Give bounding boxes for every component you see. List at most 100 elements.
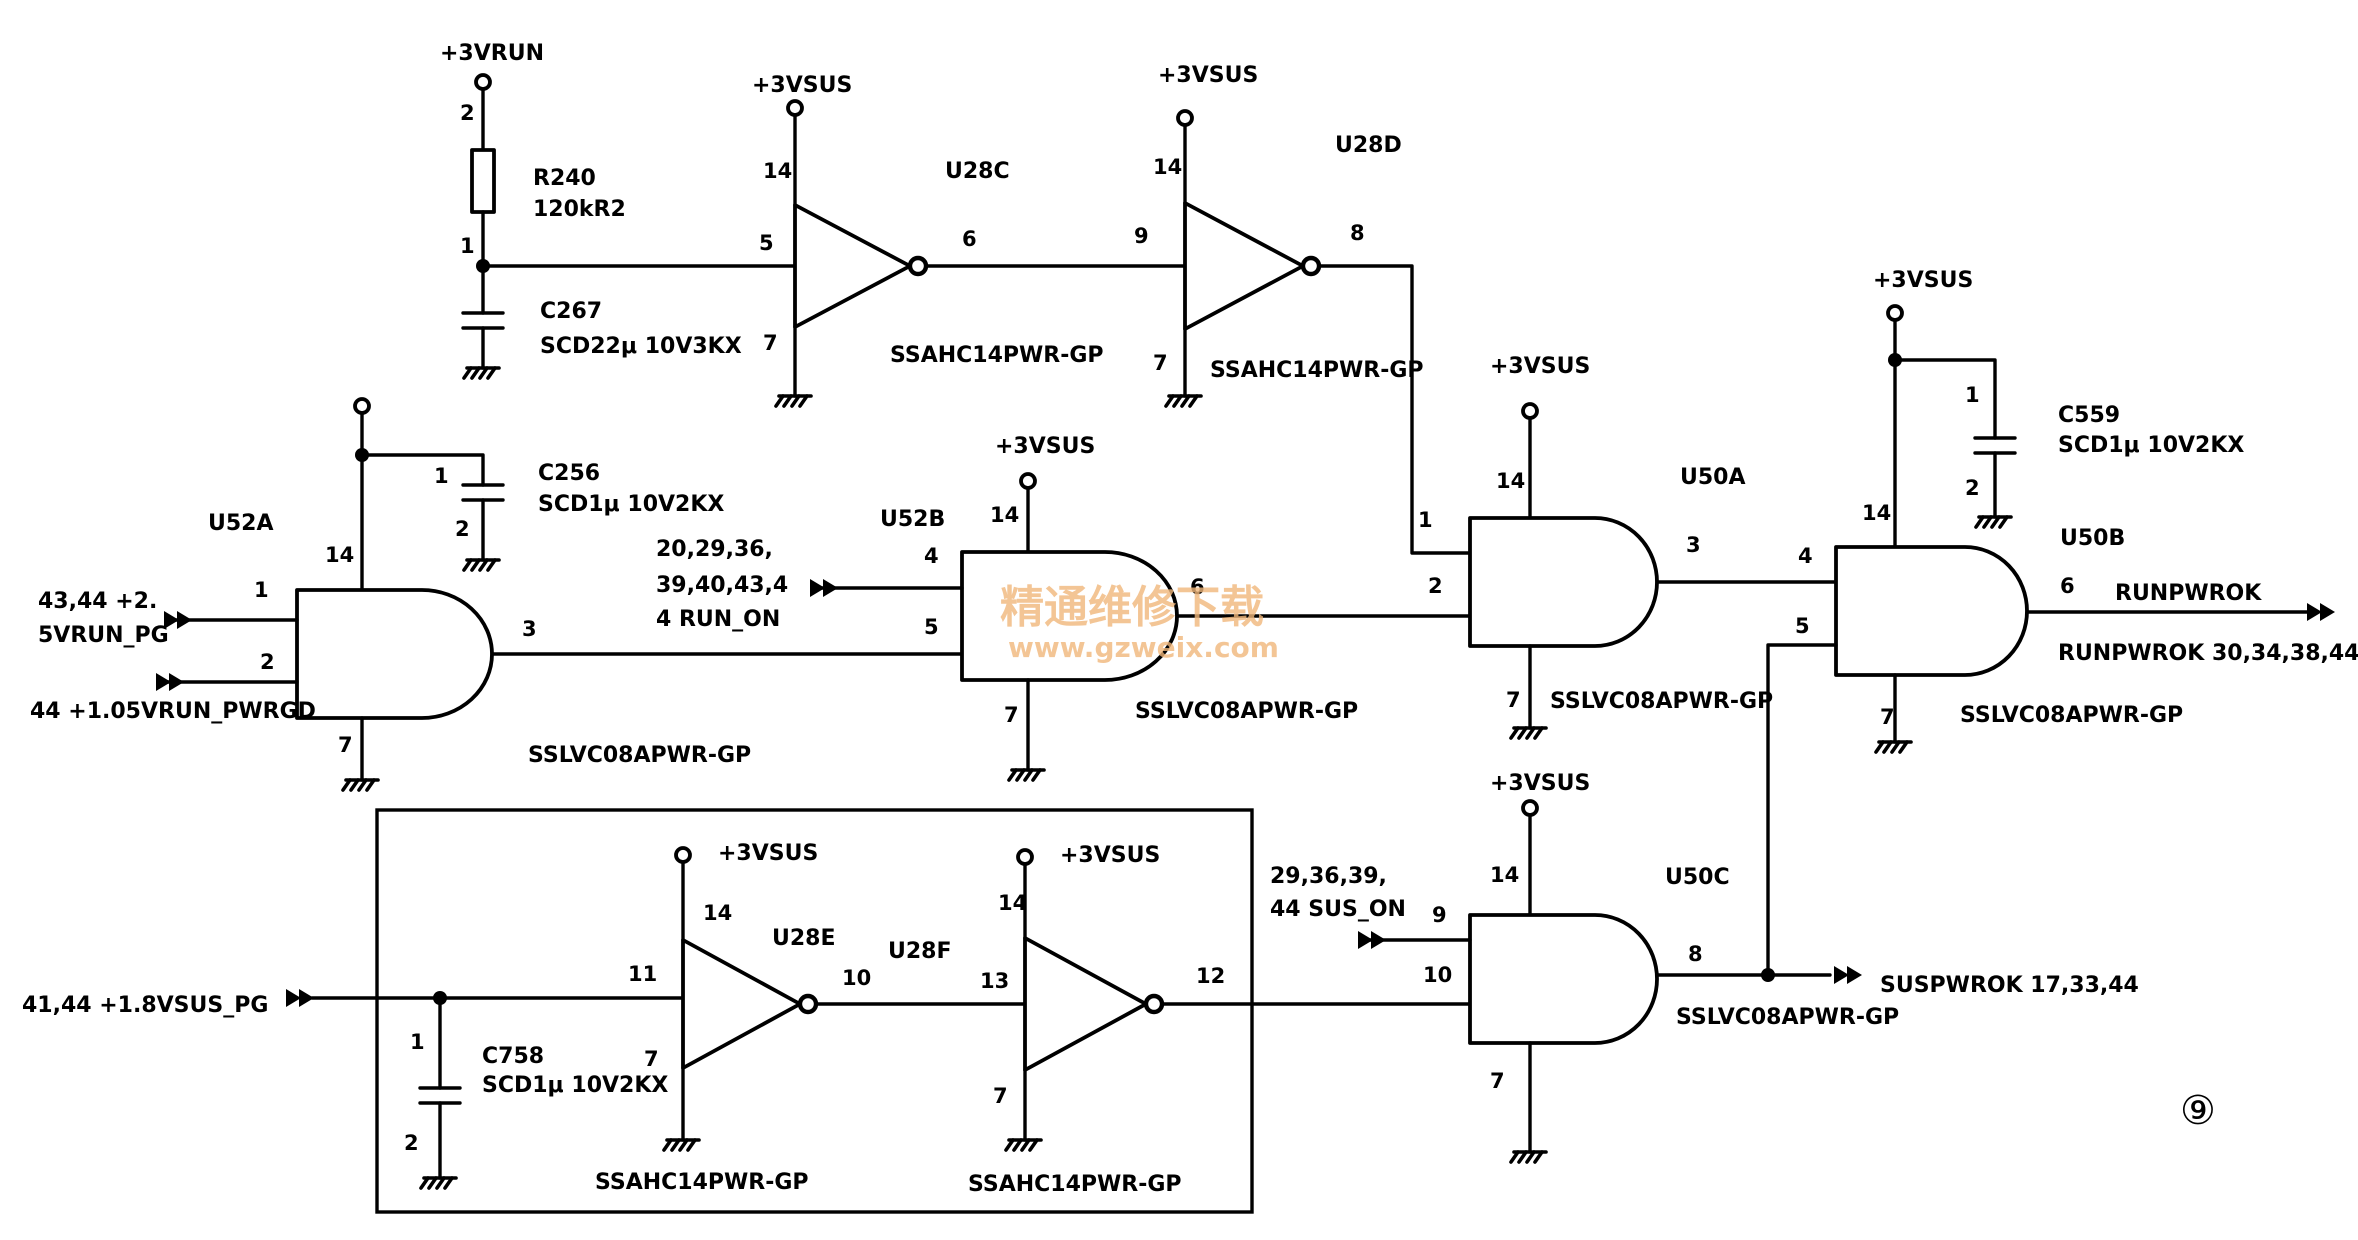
u28c-bubble [907,255,929,277]
u52b-vcc-label: +3VSUS [995,434,1095,459]
u52a-and-gate: 14 1 2 C256 SCD1μ 10V2KX U52A 1 2 3 7 SS… [166,397,964,792]
u52b-pin-out: 6 [1190,575,1205,599]
c758-ref: C758 [482,1044,544,1069]
c267-value: SCD22μ 10V3KX [540,334,742,359]
u50b-part: SSLVC08APWR-GP [1960,703,2183,728]
c758-pin-bottom: 2 [404,1131,419,1155]
c559-ground [1974,515,2013,529]
u28c-part: SSAHC14PWR-GP [890,343,1104,368]
u28e-triangle [681,938,802,1070]
u28c-ground [774,394,813,408]
u28d-inverter: +3VSUS 14 9 8 7 U28D SSAHC14PWR-GP [1134,63,1472,555]
c267-ref: C267 [540,299,602,324]
u52a-pin-gnd: 7 [338,733,353,757]
u50a-ref: U50A [1680,465,1746,490]
u28f-vcc-terminal [1016,848,1034,866]
r240-ref: R240 [533,166,596,191]
input-25vrun-pg: 43,44 +2. 5VRUN_PG [38,589,192,648]
u28f-triangle [1023,936,1148,1072]
output-suspwrok: SUSPWROK 17,33,44 [1834,966,2139,998]
u52b-ground [1007,768,1046,782]
u28e-vcc-terminal [674,846,692,864]
input-arrow-icon [810,579,838,597]
suspwrok-label: SUSPWROK 17,33,44 [1880,973,2139,998]
u52a-part: SSLVC08APWR-GP [528,743,751,768]
u28e-part: SSAHC14PWR-GP [595,1170,809,1195]
u50b-vcc-terminal [1886,304,1904,322]
v3run-terminal [474,73,492,91]
in-105vrun-label: 44 +1.05VRUN_PWRGD [30,699,316,724]
output-arrow-icon [1834,966,1862,984]
u28e-pin-in: 11 [628,962,657,986]
u28c-inverter: +3VSUS 14 5 6 7 U28C SSAHC14PWR-GP [752,73,1187,408]
u50b-ground [1874,740,1913,754]
u28e-u28f-boxed-section [375,808,1254,1214]
watermark-url: www.gzweix.com [1008,631,1279,664]
u50c-pin-vcc: 14 [1490,863,1519,887]
u52a-pin-b: 2 [260,650,275,674]
u52a-pin-a: 1 [254,578,269,602]
u28f-ground [1004,1138,1043,1152]
input-arrow-icon [286,989,314,1007]
u50c-pin-a: 9 [1432,903,1447,927]
u50a-and-gate: +3VSUS 14 U50A 1 2 3 7 SSLVC08APWR-GP [1418,354,1838,740]
in-25vrun-label-1: 43,44 +2. [38,589,157,614]
input-arrow-icon [156,673,184,691]
c256-pin-bottom: 2 [455,517,470,541]
u28d-pin-out: 8 [1350,221,1365,245]
c559-pin-top: 1 [1965,383,1980,407]
u50a-pin-vcc: 14 [1496,469,1525,493]
u50c-vcc-label: +3VSUS [1490,771,1590,796]
u50a-vcc-label: +3VSUS [1490,354,1590,379]
u28d-part: SSAHC14PWR-GP [1210,358,1424,383]
u50a-pin-out: 3 [1686,533,1701,557]
u50a-part: SSLVC08APWR-GP [1550,689,1773,714]
u50a-pin-b: 2 [1428,574,1443,598]
u28f-ref: U28F [888,939,952,964]
u28e-pin-out: 10 [842,966,871,990]
u28c-pin-gnd: 7 [763,331,778,355]
u52b-pin-a: 4 [924,544,939,568]
output-arrow-icon [2307,603,2335,621]
u50b-vcc-label: +3VSUS [1873,268,1973,293]
in-25vrun-label-2: 5VRUN_PG [38,623,169,648]
u50c-part: SSLVC08APWR-GP [1676,1005,1899,1030]
u52a-pin-out: 3 [522,617,537,641]
c559-value: SCD1μ 10V2KX [2058,433,2244,458]
u28f-pin-vcc: 14 [998,891,1027,915]
watermark: 精通维修下载 www.gzweix.com [1000,582,1279,664]
r240-pin-top: 2 [460,101,475,125]
u50c-pin-out: 8 [1688,942,1703,966]
u50a-pin-gnd: 7 [1506,688,1521,712]
run-on-label-1: 20,29,36, [656,537,773,562]
in-18vsus-label: 41,44 +1.8VSUS_PG [22,993,268,1018]
c559-pin-bottom: 2 [1965,476,1980,500]
u28d-triangle [1183,201,1305,331]
u50c-pin-gnd: 7 [1490,1069,1505,1093]
u52b-pin-b: 5 [924,615,939,639]
u50a-body [1468,516,1659,648]
u50b-body [1834,545,2029,677]
u28e-inverter: +3VSUS 14 11 10 7 U28E SSAHC14PWR-GP [595,841,1027,1195]
c256-ground [462,558,501,572]
u52b-part: SSLVC08APWR-GP [1135,699,1358,724]
input-sus-on: 29,36,39, 44 SUS_ON [1270,864,1406,949]
u28d-vcc-label: +3VSUS [1158,63,1258,88]
input-run-on: 20,29,36, 39,40,43,4 4 RUN_ON [656,537,838,632]
u28d-bubble [1300,255,1322,277]
u28c-vcc-label: +3VSUS [752,73,852,98]
figure-number: ⑨ [2180,1088,2216,1134]
u50b-pin-gnd: 7 [1880,705,1895,729]
u50c-ground [1509,1150,1548,1164]
c267-ground [462,366,501,380]
u28f-pin-out: 12 [1196,964,1225,988]
u28e-ground [662,1138,701,1152]
c559-ref: C559 [2058,403,2120,428]
input-arrow-icon [1358,931,1386,949]
c256-ref: C256 [538,461,600,486]
u28e-pin-vcc: 14 [703,901,732,925]
u28c-pin-in: 5 [759,231,774,255]
u52a-ground [341,778,380,792]
runpwrok-net-label: RUNPWROK [2115,581,2262,606]
